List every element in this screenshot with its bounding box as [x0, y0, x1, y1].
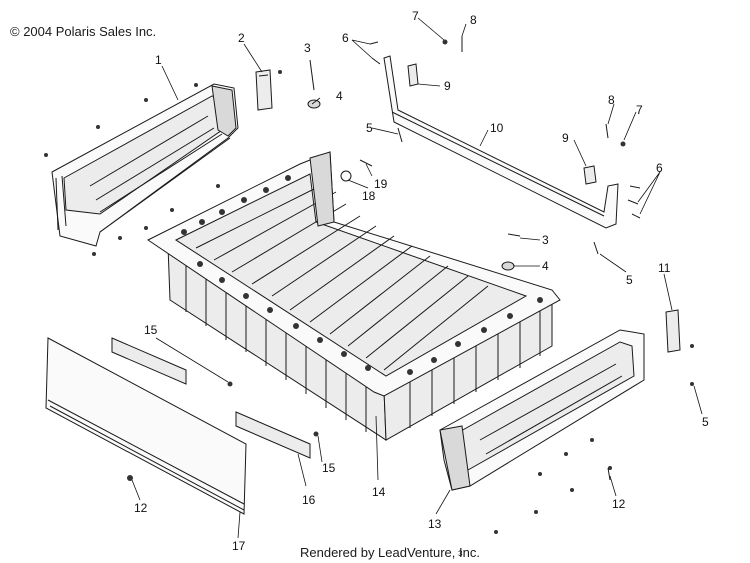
callout-8-upper: 8 [470, 13, 477, 27]
callout-15-left: 15 [144, 323, 158, 337]
callout-4-upper: 4 [336, 89, 343, 103]
right-side-panel [439, 329, 645, 491]
part1-fasteners [44, 70, 282, 256]
callout-8-right: 8 [608, 93, 615, 107]
callout-5-upper: 5 [366, 121, 373, 135]
bolt-part-12-right [607, 467, 611, 481]
callout-4-lower: 4 [542, 259, 549, 273]
callout-3-lower: 3 [542, 233, 549, 247]
callout-13: 13 [428, 517, 442, 531]
callout-1: 1 [155, 53, 162, 67]
cargo-box-part-14 [147, 151, 561, 441]
footer-mark: з [458, 548, 463, 559]
callout-7-upper: 7 [412, 9, 419, 23]
bolt-nut-upper [307, 59, 321, 109]
callout-17: 17 [232, 539, 246, 553]
copyright-text: © 2004 Polaris Sales Inc. [10, 24, 157, 39]
callout-10: 10 [490, 121, 504, 135]
callout-5-mid: 5 [626, 273, 633, 287]
callout-labels: 1 2 3 4 6 7 8 9 5 10 8 7 9 6 19 18 3 4 5… [134, 9, 709, 553]
leader-lines [131, 17, 703, 539]
callout-11: 11 [658, 261, 671, 275]
callout-6-upper: 6 [342, 31, 349, 45]
pad-part-2 [255, 69, 273, 111]
rendered-by-text: Rendered by LeadVenture, Inc. [300, 545, 480, 560]
tailgate-part-17 [45, 337, 247, 515]
small-hardware-mid [340, 127, 599, 271]
callout-15-right: 15 [322, 461, 336, 475]
callout-9-upper: 9 [444, 79, 451, 93]
callout-2: 2 [238, 31, 245, 45]
callout-18: 18 [362, 189, 376, 203]
callout-3-upper: 3 [304, 41, 311, 55]
callout-16: 16 [302, 493, 316, 507]
callout-14: 14 [372, 485, 386, 499]
rear-rail-part-10 [383, 55, 619, 229]
callout-6-right: 6 [656, 161, 663, 175]
callout-12-right: 12 [612, 497, 626, 511]
callout-5-right: 5 [702, 415, 709, 429]
part13-fasteners [494, 382, 694, 534]
callout-19: 19 [374, 177, 388, 191]
left-side-panel [51, 83, 239, 247]
insert-part-11 [665, 309, 694, 353]
callout-7-right: 7 [636, 103, 643, 117]
callout-12-left: 12 [134, 501, 148, 515]
foam-strips [111, 337, 319, 459]
callout-9-right: 9 [562, 131, 569, 145]
